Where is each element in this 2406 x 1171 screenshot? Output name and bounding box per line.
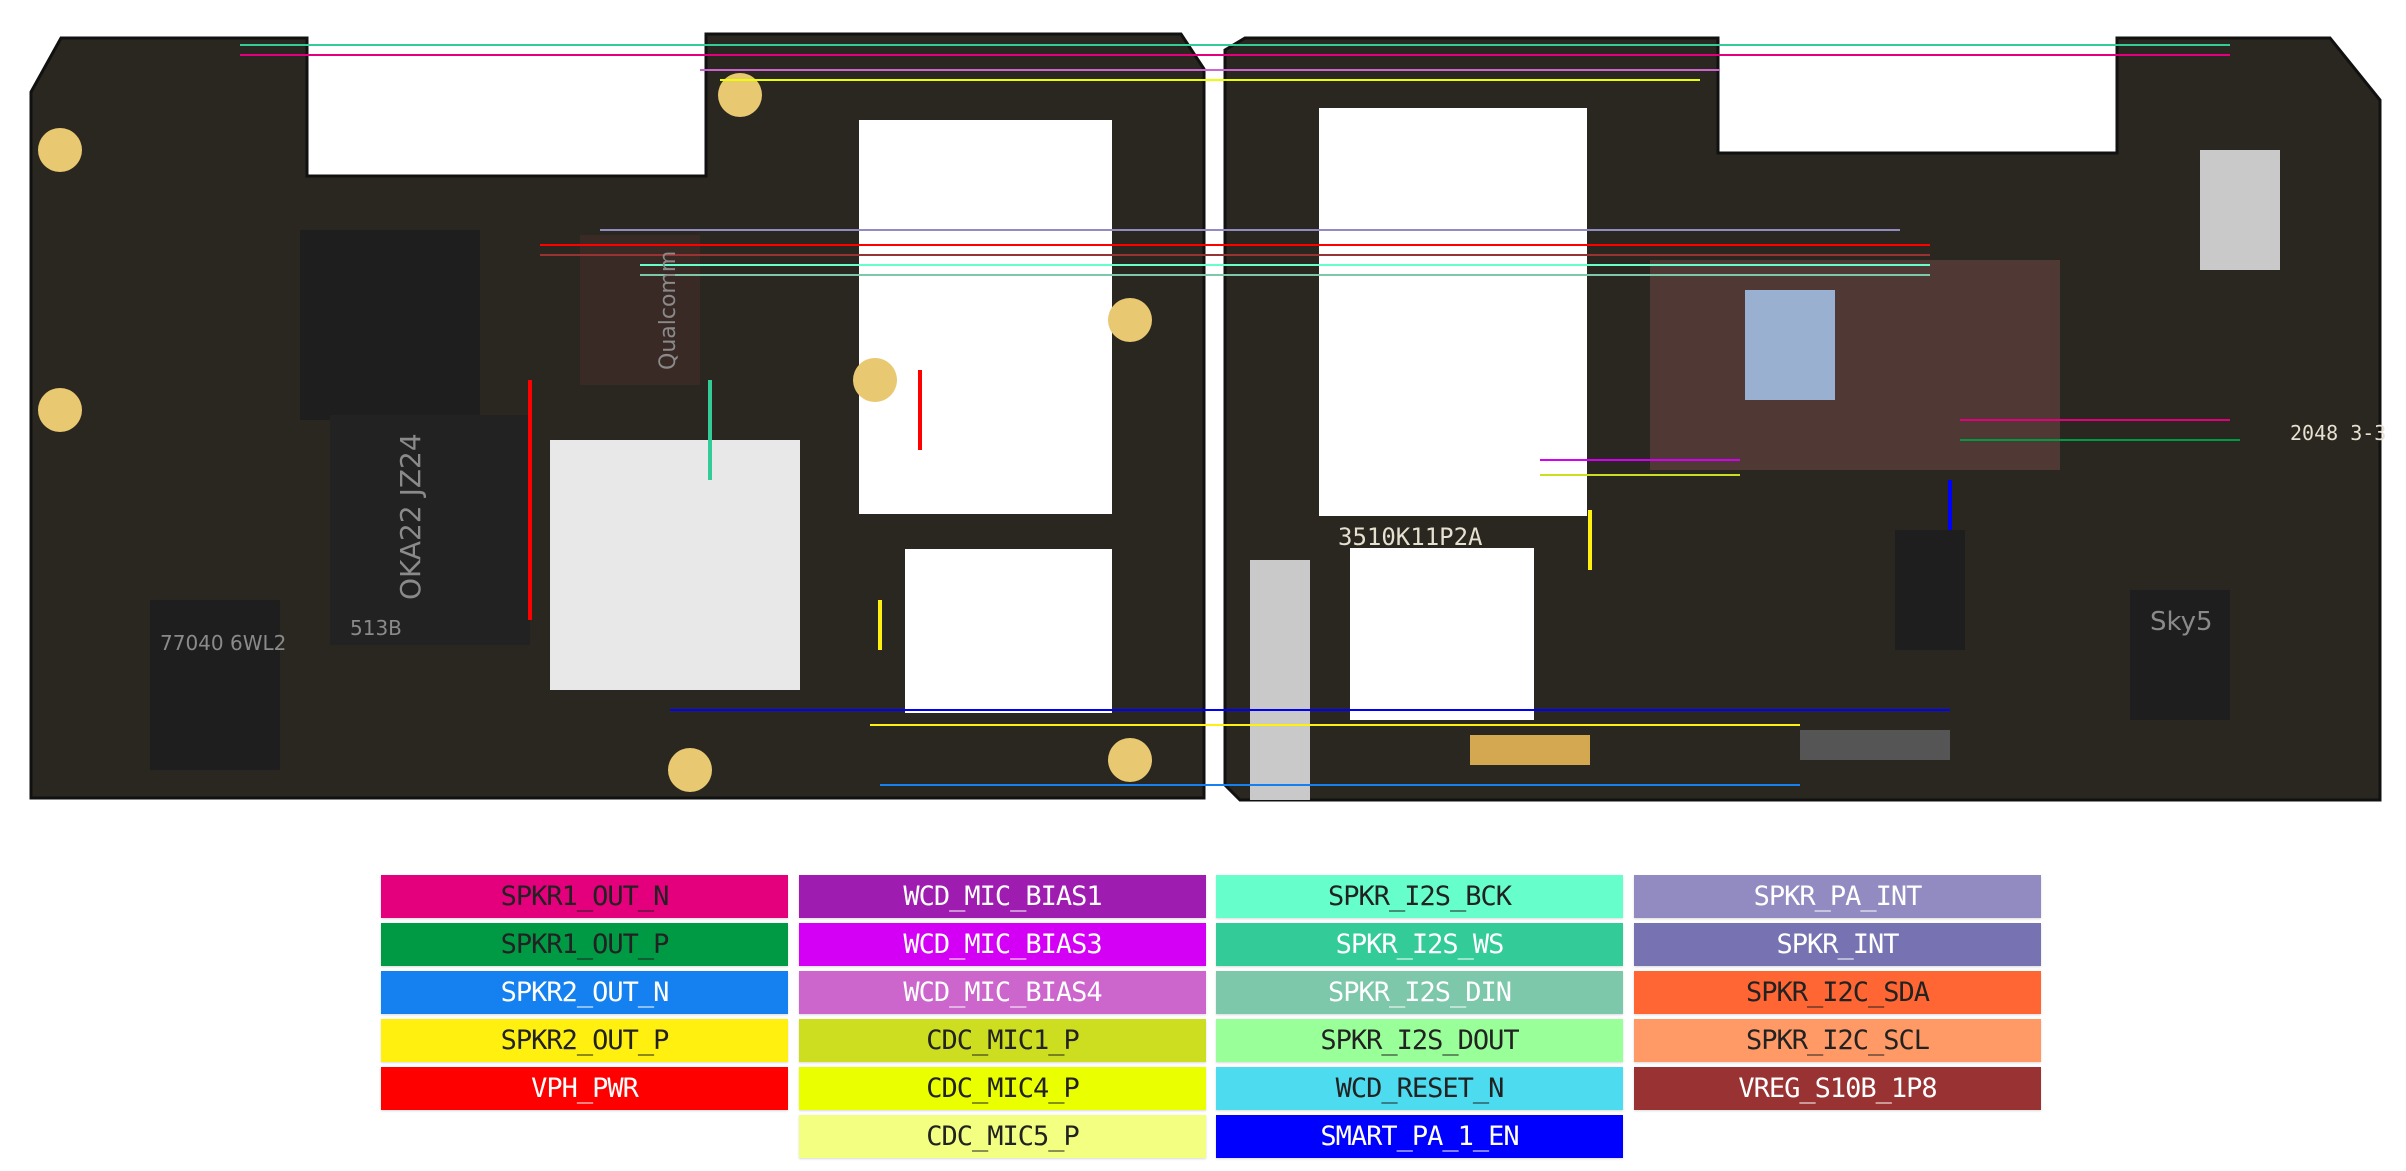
silkscreen-2048: 2048 3-3 xyxy=(2290,421,2386,445)
chip-qualcomm-logo: Qualcomm xyxy=(656,251,681,370)
silkscreen-board-id: 3510K11P2A xyxy=(1338,523,1483,551)
legend-label: SPKR_I2C_SDA xyxy=(1745,977,1930,1008)
legend-label: SMART_PA_1_EN xyxy=(1320,1121,1519,1152)
legend-label: WCD_MIC_BIAS4 xyxy=(903,977,1102,1008)
right-board xyxy=(1223,36,2382,802)
signal-traces xyxy=(240,44,2240,786)
legend-label: SPKR_I2S_DOUT xyxy=(1320,1025,1519,1056)
legend-item-wcd-mic-bias4: WCD_MIC_BIAS4 xyxy=(799,971,1206,1014)
chip-sky5-label: Sky5 xyxy=(2150,607,2213,637)
legend-item-wcd-mic-bias1: WCD_MIC_BIAS1 xyxy=(799,875,1206,918)
legend-label: CDC_MIC5_P xyxy=(926,1121,1080,1152)
chip-memory-code: 513B xyxy=(350,616,402,640)
legend-label: WCD_MIC_BIAS3 xyxy=(903,929,1102,960)
legend-item-spkr-i2c-sda: SPKR_I2C_SDA xyxy=(1634,971,2041,1014)
legend-item-spkr2-out-p: SPKR2_OUT_P xyxy=(381,1019,788,1062)
legend-item-spkr-i2c-scl: SPKR_I2C_SCL xyxy=(1634,1019,2041,1062)
legend-label: SPKR_I2S_DIN xyxy=(1327,977,1512,1008)
chip-qualcomm xyxy=(300,230,480,420)
silkscreen-markings: 3510K11P2A 2048 3-3 77040 6WL2 513B OKA2… xyxy=(160,251,2386,655)
legend-item-spkr-i2s-din: SPKR_I2S_DIN xyxy=(1216,971,1623,1014)
legend-label: VREG_S10B_1P8 xyxy=(1738,1073,1937,1104)
legend-item-cdc-mic5-p: CDC_MIC5_P xyxy=(799,1115,1206,1158)
legend-item-spkr-int: SPKR_INT xyxy=(1634,923,2041,966)
chip-bga xyxy=(1745,290,1835,400)
chip-memory xyxy=(330,415,530,645)
legend-item-spkr-i2s-bck: SPKR_I2S_BCK xyxy=(1216,875,1623,918)
legend-item-spkr-i2s-dout: SPKR_I2S_DOUT xyxy=(1216,1019,1623,1062)
legend-item-spkr2-out-n: SPKR2_OUT_N xyxy=(381,971,788,1014)
legend-item-spkr-pa-int: SPKR_PA_INT xyxy=(1634,875,2041,918)
legend-label: SPKR1_OUT_N xyxy=(500,881,670,912)
chip-77040-label: 77040 6WL2 xyxy=(160,631,286,655)
legend-item-wcd-reset-n: WCD_RESET_N xyxy=(1216,1067,1623,1110)
legend-label: CDC_MIC1_P xyxy=(926,1025,1080,1056)
left-board xyxy=(29,32,1206,800)
legend-label: SPKR_I2S_BCK xyxy=(1327,881,1512,912)
legend-label: SPKR_PA_INT xyxy=(1753,881,1923,912)
connector xyxy=(1470,735,1590,765)
legend-item-wcd-mic-bias3: WCD_MIC_BIAS3 xyxy=(799,923,1206,966)
bga-pad-array xyxy=(550,440,800,690)
legend-label: SPKR2_OUT_P xyxy=(500,1025,670,1056)
legend-label: CDC_MIC4_P xyxy=(926,1073,1080,1104)
legend-item-cdc-mic1-p: CDC_MIC1_P xyxy=(799,1019,1206,1062)
pcb-board-image: 3510K11P2A 2048 3-3 77040 6WL2 513B OKA2… xyxy=(29,32,2386,802)
legend-label: SPKR_I2C_SCL xyxy=(1745,1025,1930,1056)
legend-item-vph-pwr: VPH_PWR xyxy=(381,1067,788,1110)
chip-77040 xyxy=(150,600,280,770)
legend-item-spkr1-out-p: SPKR1_OUT_P xyxy=(381,923,788,966)
legend-label: SPKR_INT xyxy=(1776,929,1899,960)
chip-memory-label: OKA22 JZ24 xyxy=(394,433,427,600)
legend-item-vreg-s10b-1p8: VREG_S10B_1P8 xyxy=(1634,1067,2041,1110)
legend-label: SPKR1_OUT_P xyxy=(500,929,670,960)
legend-item-smart-pa-1-en: SMART_PA_1_EN xyxy=(1216,1115,1623,1158)
legend-item-cdc-mic4-p: CDC_MIC4_P xyxy=(799,1067,1206,1110)
legend-label: SPKR2_OUT_N xyxy=(500,977,670,1008)
chip-sky5 xyxy=(2130,590,2230,720)
legend-label: WCD_MIC_BIAS1 xyxy=(903,881,1102,912)
legend-item-spkr-i2s-ws: SPKR_I2S_WS xyxy=(1216,923,1623,966)
legend-label: VPH_PWR xyxy=(531,1073,639,1104)
legend-label: WCD_RESET_N xyxy=(1335,1073,1505,1104)
legend-label: SPKR_I2S_WS xyxy=(1335,929,1505,960)
legend-item-spkr1-out-n: SPKR1_OUT_N xyxy=(381,875,788,918)
